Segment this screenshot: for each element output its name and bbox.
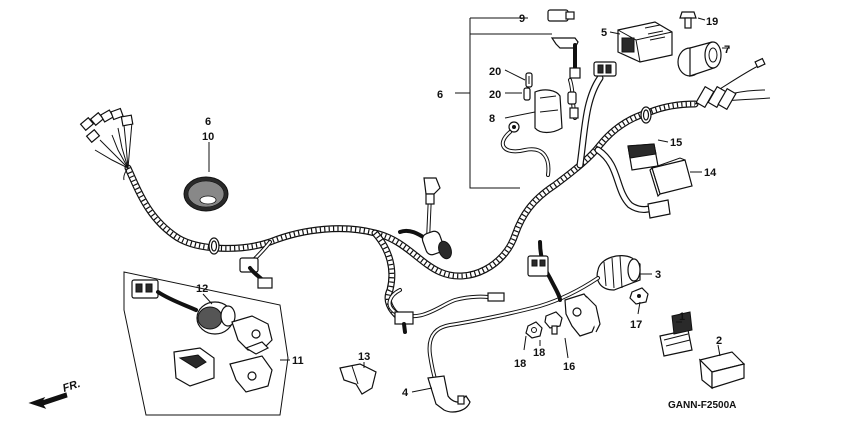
coil-primary-connector (527, 240, 562, 302)
harness-coupler-cylinder (398, 228, 452, 260)
part-16-coil-bracket (564, 293, 601, 337)
callout-9: 9 (519, 13, 525, 25)
callout-10: 10 (202, 131, 214, 143)
center-connector-pin (423, 177, 441, 242)
part-11-lock-housing (173, 347, 215, 387)
harness-right-branch-connector (647, 199, 671, 219)
callout-7: 7 (724, 44, 730, 56)
callout-18: 18 (514, 358, 526, 370)
part-17-bolt (629, 287, 649, 305)
front-arrow-icon (28, 392, 68, 409)
part-11-key (244, 341, 270, 355)
callout-13: 13 (358, 351, 370, 363)
callout-leaders (202, 17, 730, 393)
callout-6: 6 (205, 116, 211, 128)
lower-middle-connectors (387, 288, 505, 334)
callout-16: 16 (563, 361, 575, 373)
callout-1: 1 (679, 311, 685, 323)
part-13-wire-clamp (339, 363, 377, 395)
part-9-terminal-cap (547, 9, 575, 22)
part-11-lock-bracket (229, 355, 273, 393)
callout-14: 14 (704, 167, 717, 179)
callout-20-upper: 20 (489, 66, 501, 78)
part-18-bolt (544, 311, 563, 335)
part-20-fuse-lower (523, 87, 531, 101)
regulator-connector (593, 61, 617, 77)
front-label: FR. (61, 378, 82, 395)
part-18-nut (525, 321, 543, 339)
callout-15: 15 (670, 137, 682, 149)
callout-19: 19 (706, 16, 718, 28)
callout-labels: 9 5 19 7 20 20 6 8 6 10 15 14 3 12 1 17 … (196, 13, 730, 399)
callout-20-lower: 20 (489, 89, 501, 101)
callout-2: 2 (716, 335, 722, 347)
callout-6-group: 6 (437, 89, 443, 101)
callout-5: 5 (601, 27, 607, 39)
part-20-fuse-upper (525, 72, 533, 88)
left-handlebar-connector-bundle (79, 107, 134, 181)
part-1-main-fuse (659, 311, 693, 357)
part-3-ignition-coil (596, 255, 641, 291)
part-9-bracket (550, 37, 581, 79)
ground-terminal-wire (500, 121, 551, 177)
part-19-bolt (679, 11, 697, 29)
callout-18-right: 18 (533, 347, 545, 359)
lower-left-connector (239, 240, 273, 289)
part-7-rubber-boot (677, 41, 722, 77)
part-5-regulator-rectifier (617, 21, 673, 63)
fuse-holder-wire (567, 78, 579, 120)
diagram-code: GANN-F2500A (668, 400, 736, 411)
part-12-ignition-switch (131, 279, 273, 351)
callout-3: 3 (655, 269, 661, 281)
part-11-kit-outline (123, 271, 289, 416)
callout-4: 4 (402, 387, 409, 399)
right-side-lead-wires (694, 57, 771, 111)
part-15-connector (627, 143, 659, 171)
callout-17: 17 (630, 319, 642, 331)
callout-11: 11 (292, 355, 304, 367)
front-direction-indicator: FR. (28, 378, 82, 409)
callout-12: 12 (196, 283, 208, 295)
part-10-rubber-grommet (183, 176, 229, 212)
part-14-relay (649, 157, 693, 198)
part-8-fuse-box (534, 89, 563, 134)
part-2-fuse-cover (698, 351, 746, 390)
callout-8: 8 (489, 113, 495, 125)
